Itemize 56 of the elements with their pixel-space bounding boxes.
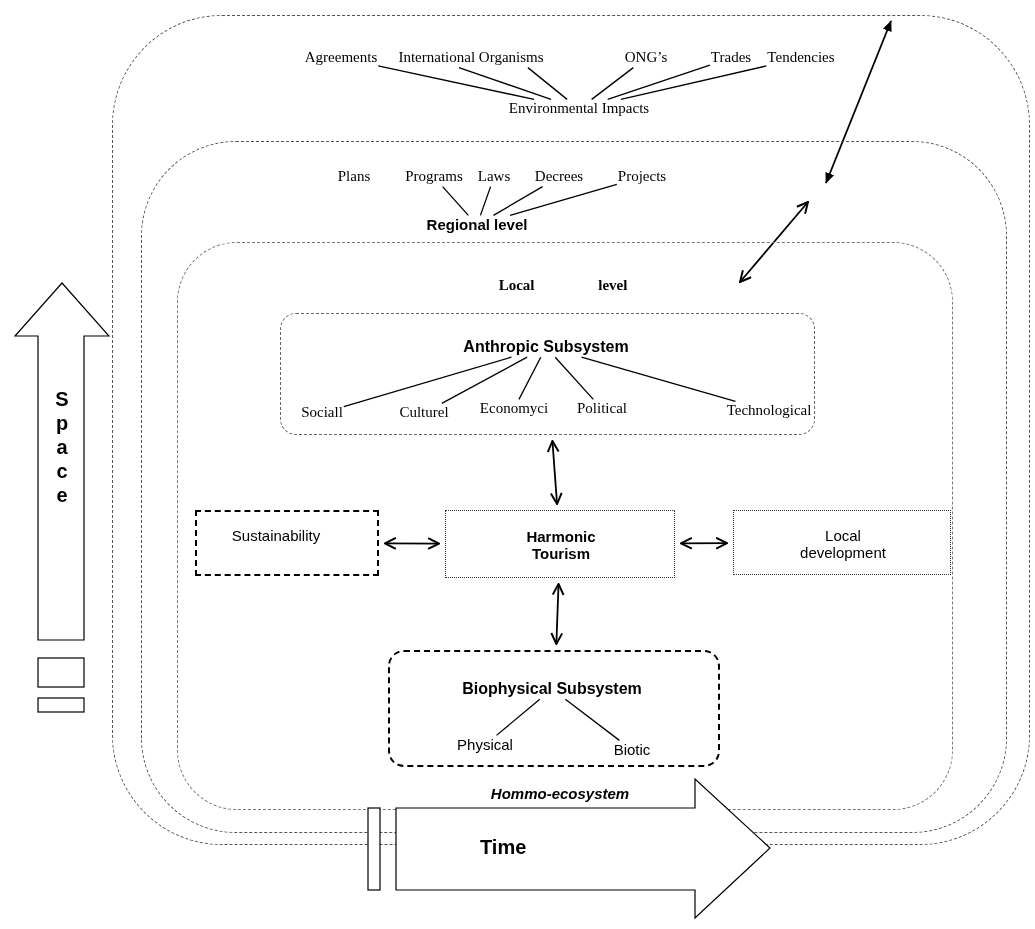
double-arrow xyxy=(739,201,809,283)
double-arrow xyxy=(546,440,563,505)
connector-line xyxy=(620,65,767,101)
double-arrow xyxy=(680,536,728,550)
concept-label: Economyci xyxy=(479,400,549,418)
concept-label: Political xyxy=(577,400,627,418)
connector-line xyxy=(441,356,528,405)
connector-line xyxy=(343,356,513,408)
concept-label: Laws xyxy=(477,168,511,186)
arrow-label: Space xyxy=(54,387,70,507)
concept-label: Decrees xyxy=(534,168,584,186)
box-label: Local development xyxy=(799,526,887,562)
connector-line xyxy=(441,186,470,217)
level-label: Local level xyxy=(498,277,628,295)
connector-line xyxy=(509,183,618,217)
concept-label: Trades xyxy=(710,49,752,67)
concept-label: ONG’s xyxy=(624,49,668,67)
connector-line xyxy=(607,64,711,101)
concept-label: Biotic xyxy=(613,741,651,759)
concept-label: Physical xyxy=(457,736,513,754)
concept-label: Programs xyxy=(405,168,463,186)
concept-label: Environmental Impacts xyxy=(508,100,650,118)
connector-line xyxy=(458,66,552,101)
concept-label: Culturel xyxy=(399,404,449,422)
subsystem-heading: Biophysical Subsystem xyxy=(462,679,642,699)
concept-label: International Organisms xyxy=(398,49,544,67)
subsystem-box xyxy=(388,650,720,767)
connector-line xyxy=(591,66,634,101)
connector-line xyxy=(527,66,568,101)
concept-label: Projects xyxy=(617,168,667,186)
arrow-label: Time xyxy=(480,836,527,859)
connector-line xyxy=(580,356,737,403)
concept-box xyxy=(195,510,379,576)
connector-line xyxy=(377,65,535,101)
concept-box xyxy=(445,510,675,578)
box-label: Sustainability xyxy=(231,527,321,545)
connector-line xyxy=(495,698,541,737)
concept-label: Sociall xyxy=(301,404,343,422)
concept-label: Plans xyxy=(337,168,371,186)
connector-line xyxy=(518,356,542,401)
connector-line xyxy=(479,186,492,217)
ecosystem-label: Hommo-ecosystem xyxy=(490,785,630,803)
concept-label: Agreements xyxy=(304,49,378,67)
concept-label: Technological xyxy=(726,402,812,420)
double-arrow xyxy=(384,537,440,550)
connector-line xyxy=(554,356,594,401)
double-arrow xyxy=(550,583,565,645)
subsystem-box xyxy=(280,313,815,435)
concept-box xyxy=(733,510,951,575)
connector-line xyxy=(564,698,621,742)
concept-label: Tendencies xyxy=(767,49,835,67)
connector-line xyxy=(492,186,544,217)
level-label: Regional level xyxy=(426,216,528,234)
subsystem-heading: Anthropic Subsystem xyxy=(463,337,629,357)
box-label: Harmonic Tourism xyxy=(525,527,597,563)
double-arrow xyxy=(825,20,892,184)
